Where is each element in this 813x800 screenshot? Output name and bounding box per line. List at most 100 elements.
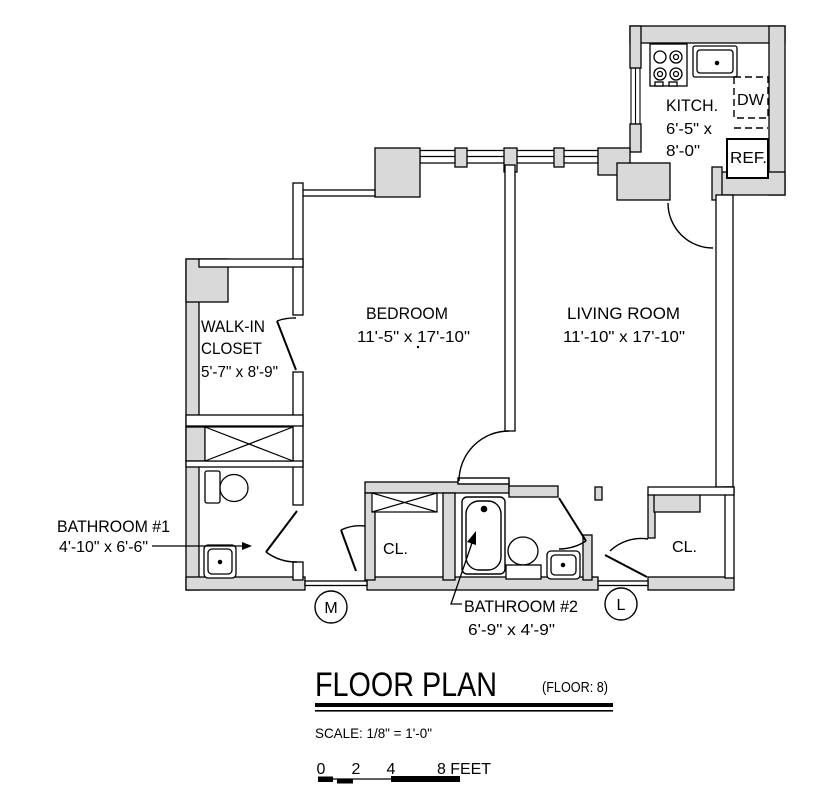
bath2-left-wall (442, 492, 456, 581)
door-marker-l-label: L (617, 597, 626, 614)
entry-closet-label: CL. (672, 539, 697, 556)
entry-closet-door-swing (609, 537, 649, 552)
living-right-wall (715, 194, 734, 488)
dishwasher: DW (733, 76, 769, 129)
walkin-closet-dims: 5'-7" x 8'-9" (201, 364, 278, 381)
plan-dot (416, 345, 420, 349)
scale-tick-4: 4 (387, 761, 396, 778)
kitchen-right-wall (768, 25, 786, 196)
bathroom2-dims: 6'-9" x 4'-9" (468, 622, 555, 639)
title-block: FLOOR PLAN (FLOOR: 8) SCALE: 1/8" = 1'-0… (315, 666, 613, 784)
bathroom1-dims: 4'-10" x 6'-6" (59, 539, 148, 556)
bottom-wall-left (185, 576, 306, 591)
living-room-label: LIVING ROOM (567, 304, 680, 323)
bathroom1-callout: BATHROOM #1 4'-10" x 6'-6" (57, 517, 252, 556)
hall-closet-door-swing (340, 525, 366, 531)
scale-tick-0: 0 (317, 761, 326, 778)
threshold-l (597, 580, 649, 587)
linen-closet-shelf (204, 426, 294, 462)
scale-bar-seg1 (318, 776, 333, 782)
hall-closet-door-leaf (340, 529, 357, 572)
bedroom-west-wall-lower (292, 561, 304, 581)
room-labels: KITCH. 6'-5" x 8'-0" BEDROOM 11'-5" x 17… (201, 96, 718, 558)
bathroom1-leader-arrow (242, 542, 252, 550)
bath1-top-wall (185, 460, 304, 468)
title-rule-thin (315, 710, 613, 712)
scale-bar-seg2 (337, 778, 353, 784)
entry-closet-top-wall (647, 486, 735, 496)
title-rule-thick (315, 703, 613, 707)
walkin-closet-label-2: CLOSET (201, 339, 262, 358)
bathroom2-leader-line (450, 539, 474, 605)
bedroom-pillar (374, 147, 421, 198)
hall-closet-label: CL. (383, 541, 408, 558)
entry-closet-door-leaf (604, 554, 648, 578)
plan-title: FLOOR PLAN (315, 666, 497, 704)
kitchen-left-wall-upper (629, 25, 642, 69)
bathroom1-sink (203, 544, 237, 579)
threshold-m (304, 580, 368, 587)
living-south-wall (508, 485, 559, 498)
bathroom2-door-swing (558, 540, 587, 550)
bathroom2-sink (546, 550, 581, 580)
hall-closet-shelf (371, 492, 438, 513)
kitchen-door-swing (667, 202, 714, 249)
floor-note: (FLOOR: 8) (542, 679, 608, 696)
bath2-right-wall (582, 534, 593, 581)
entry-closet-top-block (653, 493, 701, 513)
scale-bar-seg3 (391, 776, 460, 782)
entry-closet-right-wall (724, 486, 735, 579)
bedroom-label: BEDROOM (366, 304, 448, 323)
interior-walls (185, 164, 735, 587)
kitchen-label: KITCH. (666, 96, 718, 115)
kitchen-window (630, 67, 641, 125)
bathroom1-toilet (204, 470, 249, 504)
door-marker-m-label: M (324, 600, 337, 617)
scale-tick-2: 2 (352, 761, 361, 778)
bedroom-west-wall-middle (292, 371, 304, 506)
scale-bar: 0 2 4 8 FEET (317, 761, 491, 784)
window-mullion-2 (553, 147, 565, 168)
bathtub (461, 496, 506, 575)
door-marker-m: M (314, 590, 348, 624)
bedroom-door-leaf (457, 477, 510, 485)
refrigerator-label: REF. (730, 150, 767, 167)
bottom-wall-right (647, 576, 735, 591)
bathroom2-leader-arrow (467, 531, 476, 545)
kitchen-dims-1: 6'-5" x (666, 121, 712, 138)
linen-side-block (185, 426, 206, 462)
top-wall-step-block (616, 162, 671, 201)
bath2-door-jamb (594, 486, 603, 501)
dishwasher-label: DW (737, 92, 765, 109)
bedroom-dims: 11'-5" x 17'-10" (357, 329, 470, 346)
window-mullion-1 (454, 147, 468, 168)
walkin-door-swing (276, 317, 297, 322)
bedroom-living-partition (504, 164, 516, 432)
scale-note: SCALE: 1/8" = 1'-0" (315, 725, 432, 741)
bathroom2-callout: BATHROOM #2 6'-9" x 4'-9" (450, 531, 578, 639)
bathroom2-label: BATHROOM #2 (464, 597, 578, 616)
walkin-closet-label-1: WALK-IN (201, 317, 265, 336)
bathroom1-door-leaf (265, 510, 298, 553)
hall-closet-left-wall (364, 492, 376, 581)
walkin-top-wall (198, 258, 304, 268)
bathroom2-door-leaf (558, 497, 587, 542)
bathroom1-label: BATHROOM #1 (57, 517, 170, 536)
living-room-dims: 11'-10" x 17'-10" (563, 329, 685, 346)
bathroom2-toilet (505, 536, 542, 580)
walkin-door-leaf (276, 320, 297, 371)
top-sill (296, 189, 376, 197)
kitchen-sink (692, 45, 738, 78)
scale-tick-8: 8 FEET (437, 761, 491, 778)
kitchen-top-wall (629, 25, 786, 44)
walkin-bottom-wall (185, 414, 304, 427)
kitchen-left-wall-lower (629, 123, 642, 153)
stove (649, 43, 688, 87)
door-marker-l: L (604, 587, 638, 621)
kitchen-dims-2: 8'-0" (666, 143, 700, 160)
refrigerator: REF. (726, 138, 769, 179)
bathroom1-door-swing (265, 551, 298, 563)
bedroom-door-swing (458, 430, 510, 482)
